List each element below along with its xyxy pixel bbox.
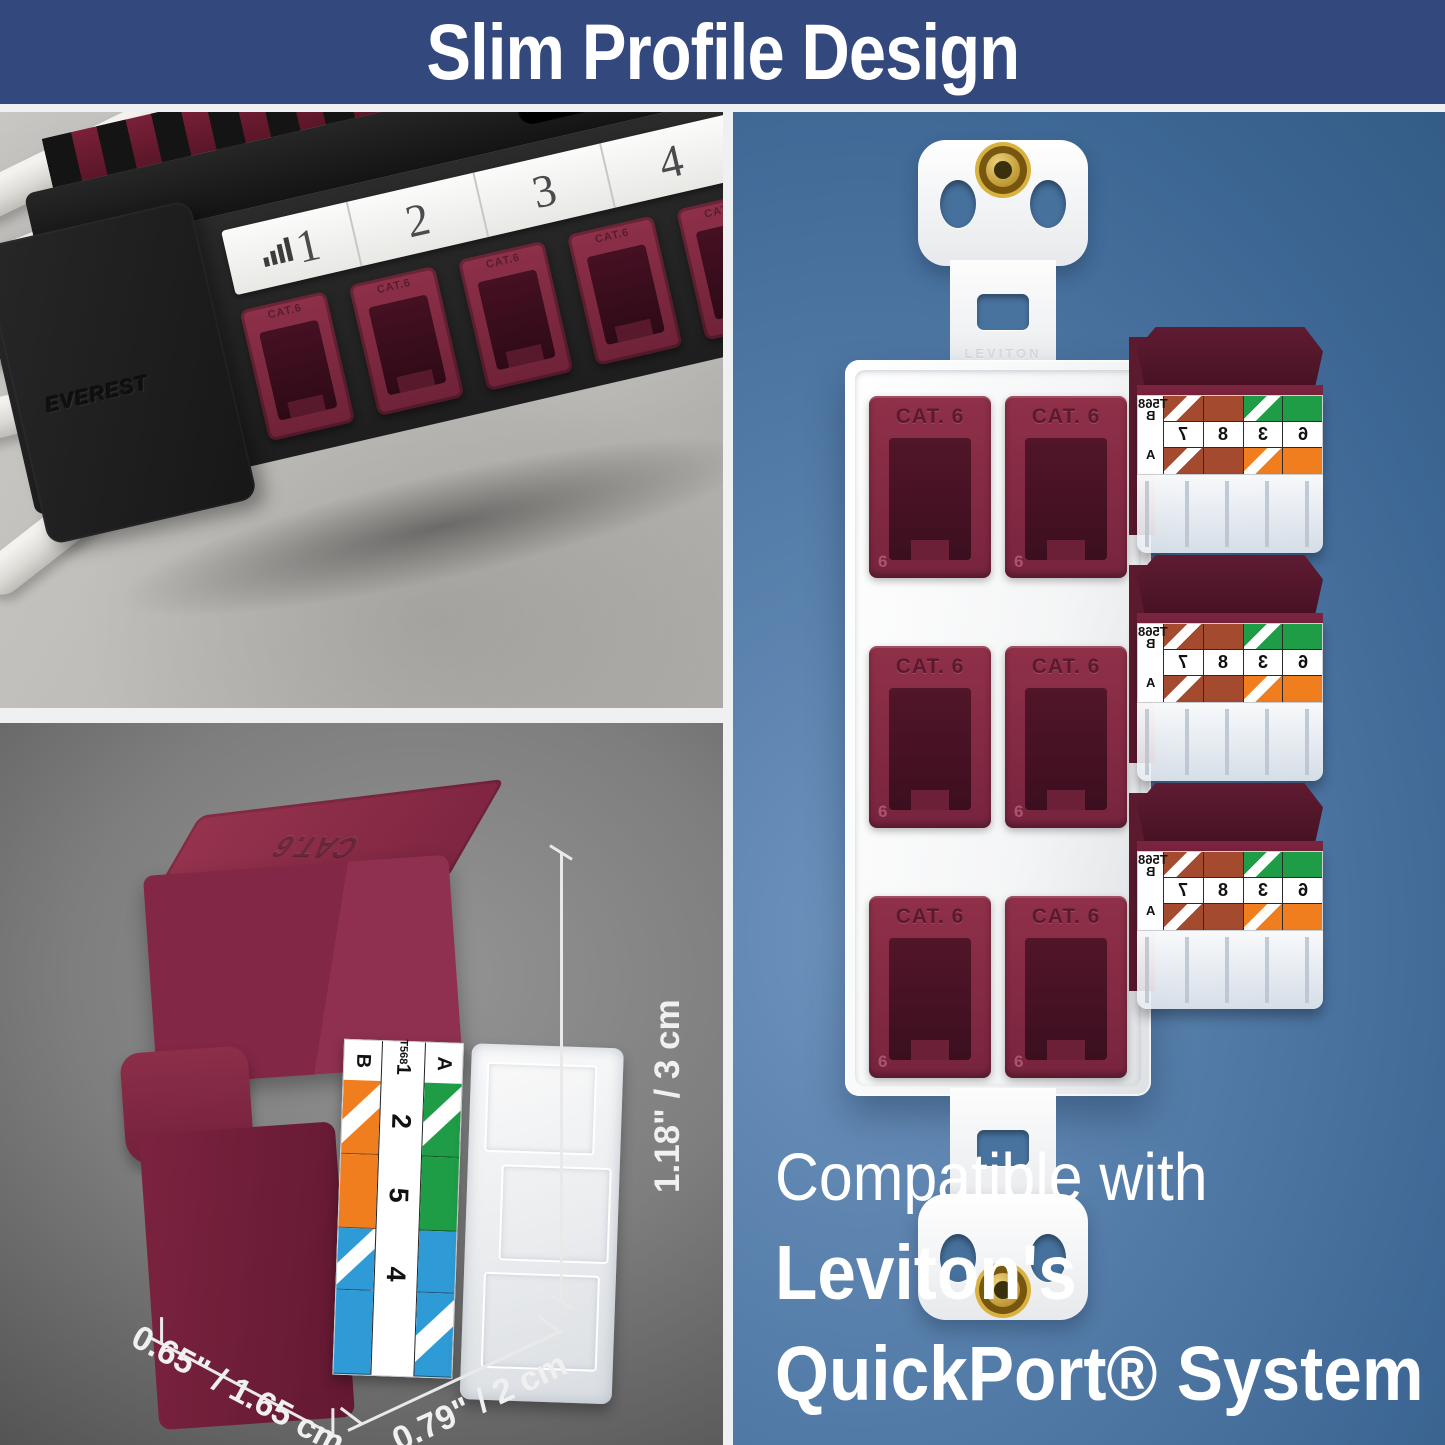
keystone-port: CAT.6 [676, 190, 723, 341]
side-keystone-jack: B T568 A 7 8 3 6 [1137, 327, 1323, 553]
caption-line-2: Leviton's [775, 1230, 1077, 1317]
wire-color-swatch [422, 1082, 462, 1158]
mounting-hole [1030, 180, 1066, 228]
port-number: 3 [527, 162, 562, 218]
wire-color-swatch [419, 1156, 460, 1232]
plate-port: CAT. 6 6 [869, 896, 991, 1078]
column-divider [723, 112, 733, 1445]
neck-slot [977, 1130, 1029, 1166]
height-dimension-line [560, 853, 563, 1301]
plate-neck-bottom [950, 1088, 1056, 1200]
port-number-cell: 1 [221, 201, 363, 296]
wall-plate-panel: LEVITON CAT. 6 6 CAT. 6 6 CAT. 6 6 CAT. … [733, 112, 1445, 1445]
keystone-band [1137, 385, 1323, 395]
rj45-opening [889, 938, 971, 1060]
wire-color-swatch [338, 1153, 379, 1229]
label-a: A [433, 1055, 456, 1071]
rj45-opening [1025, 438, 1107, 560]
label-standard: T568 [397, 1038, 411, 1065]
rj45-opening [889, 688, 971, 810]
wire-color-swatch [414, 1292, 455, 1378]
mounting-tab-top [918, 140, 1088, 266]
port-number: 4 [653, 133, 688, 189]
keystone-top [1137, 555, 1323, 613]
patch-panel-photo: EVEREST 1 2 3 4 5 CAT.6 CAT.6 CAT.6 C [0, 112, 723, 708]
wire-color-swatch [417, 1230, 457, 1294]
wiring-label: B T568 A 7 8 3 6 [1137, 851, 1323, 931]
port-number-cell: 2 [347, 172, 490, 267]
pin-number: 2 [386, 1112, 418, 1129]
height-dimension-label: 1.18" / 3 cm [648, 999, 687, 1193]
compatibility-caption: Compatible with Leviton's QuickPort® Sys… [775, 1139, 1445, 1418]
plate-port: CAT. 6 6 [1005, 646, 1127, 828]
keystone-port: CAT.6 [348, 265, 465, 417]
mounting-hole [1030, 1234, 1066, 1282]
wire-color-swatch [341, 1079, 381, 1156]
caption-line-1: Compatible with [775, 1139, 1208, 1215]
brand-logo: EVEREST [43, 371, 151, 418]
plate-port: CAT. 6 6 [869, 646, 991, 828]
port-number: 2 [400, 192, 435, 247]
punch-down-cap [459, 1043, 624, 1405]
banner: Slim Profile Design [0, 0, 1445, 104]
plate-neck-top: LEVITON [950, 260, 1056, 372]
pin-number: 1 [392, 1062, 415, 1075]
keystone-port: CAT.6 [566, 215, 683, 366]
label-header-column: B T568 A [1138, 852, 1168, 930]
side-keystone-jack: B T568 A 7 8 3 6 [1137, 783, 1323, 1009]
brass-screw-insert [979, 1266, 1027, 1314]
keystone-dimension-photo: CAT.6 B T568 1 [0, 723, 723, 1445]
mounting-hole [940, 180, 976, 228]
rj45-opening [889, 438, 971, 560]
label-b: B [352, 1052, 375, 1069]
pin-number: 4 [381, 1265, 412, 1282]
wire-color-swatch [333, 1289, 374, 1375]
wiring-label: B T568 A 7 8 3 6 [1137, 623, 1323, 703]
keystone-band [1137, 613, 1323, 623]
rj45-opening [695, 218, 723, 320]
port-number-cell: 3 [474, 143, 616, 237]
neck-slot [977, 294, 1029, 330]
rj45-opening [258, 319, 338, 421]
mounting-hole [940, 1234, 976, 1282]
punch-down-cap [1137, 931, 1323, 1009]
wiring-label: B T568 A 7 8 3 6 [1137, 395, 1323, 475]
brass-screw-insert [979, 146, 1027, 194]
label-header-column: B T568 A [1138, 624, 1168, 702]
keystone-port: CAT.6 [239, 291, 356, 442]
port-number-cell: 4 [601, 113, 723, 208]
panel-end-cap: EVEREST [0, 199, 258, 546]
wire-color-swatch [336, 1227, 376, 1291]
rj45-opening [1025, 938, 1107, 1060]
punch-down-cap [1137, 475, 1323, 553]
side-keystone-jack: B T568 A 7 8 3 6 [1137, 555, 1323, 781]
photo-divider [0, 708, 723, 723]
port-number: 1 [290, 217, 325, 273]
rj45-opening [586, 243, 666, 346]
rj45-opening [477, 269, 556, 371]
plate-port: CAT. 6 6 [1005, 396, 1127, 578]
label-header-column: B T568 A [1138, 396, 1168, 474]
plate-port: CAT. 6 6 [1005, 896, 1127, 1078]
mounting-tab-bottom [918, 1194, 1088, 1320]
banner-title: Slim Profile Design [426, 7, 1020, 97]
leviton-emboss: LEVITON [964, 346, 1042, 361]
wiring-label: B T568 1 2 5 4 [332, 1038, 465, 1379]
punch-down-cap [1137, 703, 1323, 781]
pin-number: 5 [383, 1186, 415, 1203]
keystone-port: CAT.6 [457, 240, 574, 392]
rj45-opening [368, 294, 447, 396]
rj45-opening [1025, 688, 1107, 810]
keystone-top [1137, 327, 1323, 385]
cat6-emboss: CAT.6 [263, 829, 367, 865]
keystone-top [1137, 783, 1323, 841]
banner-separator [0, 104, 1445, 112]
keystone-band [1137, 841, 1323, 851]
plate-port: CAT. 6 6 [869, 396, 991, 578]
signal-bars-icon [260, 237, 294, 267]
caption-line-3: QuickPort® System [775, 1331, 1424, 1418]
